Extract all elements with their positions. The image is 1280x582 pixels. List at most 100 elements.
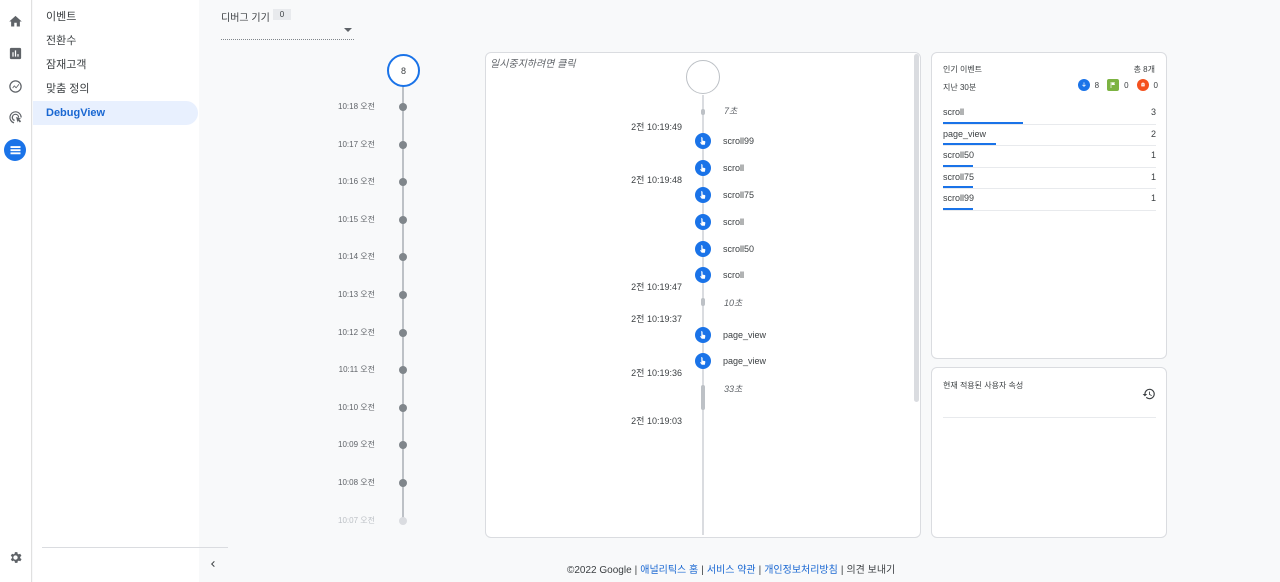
event-name: scroll99 [723,136,755,146]
event-type-counters: 8 0 0 [1070,79,1158,91]
minute-row[interactable]: 10:08 오전 [300,477,410,489]
stream-timeline-line [702,95,704,535]
gap-label: 7초 [724,106,738,116]
minute-row[interactable]: 10:07 오전 [300,515,410,527]
event-count: 8 [1094,80,1100,90]
left-rail [0,0,32,582]
stream-event[interactable]: scroll [695,160,744,176]
nav-item-debugview[interactable]: DebugView [33,101,198,125]
footer-link-privacy[interactable]: 개인정보처리방침 [764,565,838,576]
minute-dot [399,291,407,299]
top-event-count: 2 [1150,128,1156,139]
top-event-count: 1 [1150,193,1156,203]
stream-event[interactable]: scroll99 [695,133,754,149]
minute-label: 10:17 오전 [338,139,375,149]
user-properties-card: 현재 적용된 사용자 속성 [931,367,1167,538]
nav-item-custom-definitions[interactable]: 맞춤 정의 [33,76,198,100]
minute-label: 10:09 오전 [338,440,375,450]
home-icon[interactable] [4,10,26,32]
configure-icon[interactable] [4,139,26,161]
configure-nav: 이벤트 전환수 잠재고객 맞춤 정의 DebugView [33,0,228,582]
top-events-title: 인기 이벤트 [943,65,983,74]
top-event-name: scroll50 [943,150,975,160]
nav-divider [42,547,228,548]
event-touch-icon [695,353,711,369]
event-timestamp: 2전 10:19:36 [631,368,682,378]
minute-row[interactable]: 10:18 오전 [300,101,410,113]
nav-item-label: 맞춤 정의 [46,83,90,95]
reports-icon[interactable] [4,42,26,64]
event-timestamp: 2전 10:19:47 [631,282,682,292]
minute-row[interactable]: 10:11 오전 [300,364,410,376]
dropdown-arrow-icon [344,28,352,32]
top-event-name: scroll [943,107,965,117]
top-event-share-bar [943,164,973,167]
event-name: scroll50 [723,244,755,254]
event-touch-icon [695,267,711,283]
minute-row[interactable]: 10:13 오전 [300,289,410,301]
minute-label: 10:12 오전 [338,327,375,337]
gap-bar [701,109,705,115]
error-count: 0 [1153,80,1158,90]
event-timestamp: 2전 10:19:03 [631,416,682,426]
event-touch-icon [695,241,711,257]
conversion-flag-icon [1107,79,1120,91]
stream-event[interactable]: page_view [695,327,766,343]
minute-row[interactable]: 10:16 오전 [300,176,410,188]
top-events-subtitle: 지난 30분 [943,83,977,92]
stream-scrollbar[interactable] [914,54,919,402]
event-timestamp: 2전 10:19:48 [631,175,682,185]
footer-link-terms[interactable]: 서비스 약관 [706,565,756,576]
top-event-name: scroll99 [943,193,975,203]
stream-event[interactable]: scroll50 [695,241,754,257]
explore-icon[interactable] [4,75,26,97]
nav-item-conversions[interactable]: 전환수 [33,28,198,52]
nav-item-label: DebugView [46,107,106,119]
stream-event[interactable]: scroll [695,214,744,230]
history-icon[interactable] [1142,387,1156,401]
top-event-row[interactable]: scroll99 1 [943,189,1156,211]
minute-row[interactable]: 10:17 오전 [300,139,410,151]
minute-label: 10:13 오전 [338,290,375,299]
footer-link-analytics-home[interactable]: 애널리틱스 홈 [640,565,699,576]
user-properties-divider [943,417,1156,418]
minute-label: 10:08 오전 [338,478,375,487]
minute-row[interactable]: 10:10 오전 [300,402,410,414]
gear-icon[interactable] [4,546,26,568]
top-event-share-bar [943,143,997,145]
advertising-icon[interactable] [4,106,26,128]
minute-row[interactable]: 10:14 오전 [300,251,410,263]
event-touch-icon [695,133,711,149]
chevron-left-icon[interactable] [205,556,221,572]
footer: ©2022 Google|애널리틱스 홈|서비스 약관|개인정보처리방침|의견 … [567,565,896,576]
minutes-event-count-badge[interactable]: 8 [387,54,420,87]
minute-dot [399,253,407,262]
send-feedback-button[interactable]: 의견 보내기 [846,565,896,576]
seconds-stream-card[interactable]: 일시중지하려면 클릭 7초 10초 33초 2전 10:19:49 2전 10:… [485,52,921,538]
event-timestamp: 2전 10:19:49 [631,122,682,132]
event-touch-icon [695,214,711,230]
gap-bar [701,298,705,306]
conversion-counter: 0 [1107,79,1129,91]
minutes-timeline-line [402,84,404,524]
user-properties-title: 현재 적용된 사용자 속성 [943,381,1024,390]
minute-row[interactable]: 10:09 오전 [300,439,410,451]
stream-event[interactable]: page_view [695,353,766,369]
debug-device-count-badge: 0 [273,9,291,20]
nav-item-audiences[interactable]: 잠재고객 [33,52,198,76]
minute-dot [399,403,407,412]
minute-row[interactable]: 10:12 오전 [300,327,410,339]
minute-label: 10:07 오전 [338,515,375,525]
stream-event[interactable]: scroll [695,267,744,283]
minute-row[interactable]: 10:15 오전 [300,214,410,226]
event-touch-icon [695,187,711,203]
stream-event[interactable]: scroll75 [695,187,754,203]
nav-item-events[interactable]: 이벤트 [33,4,198,28]
nav-item-label: 전환수 [46,35,77,47]
debug-device-select[interactable] [221,22,354,40]
